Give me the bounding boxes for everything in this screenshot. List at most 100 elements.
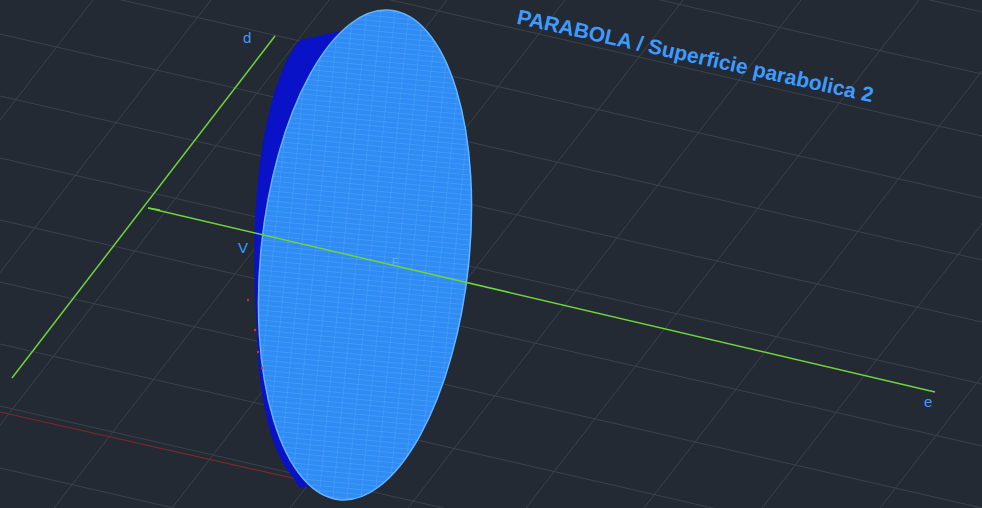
mesh-line	[240, 488, 490, 508]
grid-line	[526, 0, 919, 508]
grid-line	[0, 158, 982, 384]
mesh-line	[240, 63, 490, 87]
mesh-line	[240, 193, 490, 217]
mesh-line	[240, 113, 490, 137]
point-marker	[261, 367, 263, 369]
mesh-line	[240, 358, 490, 382]
mesh-line	[240, 368, 490, 392]
geometry-label: F	[392, 258, 398, 268]
mesh-line	[240, 178, 490, 202]
x-axis-line	[0, 412, 310, 482]
grid-line	[0, 0, 982, 74]
mesh-line	[240, 88, 490, 112]
mesh-line	[240, 433, 490, 457]
mesh-line	[360, 0, 410, 508]
mesh-line	[240, 388, 490, 412]
mesh-line	[240, 0, 490, 22]
paraboloid-rim	[236, 0, 494, 508]
mesh-line	[346, 0, 396, 508]
grid-line	[0, 220, 982, 446]
mesh-line	[240, 208, 490, 232]
mesh-line	[240, 48, 490, 72]
mesh-line	[240, 298, 490, 322]
vertex-points	[247, 299, 263, 369]
grid-line	[0, 468, 982, 508]
point-marker	[254, 329, 256, 331]
mesh-line	[240, 248, 490, 272]
mesh-line	[240, 183, 490, 207]
mesh-line	[240, 308, 490, 332]
parabola-axis	[148, 208, 935, 392]
mesh-line	[240, 263, 490, 287]
point-marker	[247, 299, 249, 301]
grid-line	[0, 282, 982, 508]
mesh-line	[220, 0, 270, 508]
grid-line	[0, 34, 982, 260]
mesh-line	[240, 93, 490, 117]
mesh-line	[240, 108, 490, 132]
mesh-line	[240, 33, 490, 57]
mesh-line	[240, 98, 490, 122]
mesh-line	[240, 383, 490, 407]
axis-tick	[148, 208, 160, 210]
mesh-line	[234, 0, 284, 508]
mesh-line	[240, 23, 490, 47]
mesh-line	[240, 353, 490, 377]
mesh-line	[240, 373, 490, 397]
mesh-line	[240, 398, 490, 422]
point-marker	[257, 351, 259, 353]
mesh-line	[240, 478, 490, 502]
grid-line	[0, 406, 982, 508]
mesh-line	[240, 323, 490, 347]
mesh-line	[388, 0, 438, 508]
mesh-line	[374, 0, 424, 508]
mesh-line	[240, 243, 490, 267]
mesh-line	[240, 318, 490, 342]
mesh-line	[262, 0, 312, 508]
mesh-line	[240, 503, 490, 508]
mesh-line	[240, 498, 490, 508]
mesh-line	[240, 213, 490, 237]
mesh-line	[416, 0, 466, 508]
mesh-line	[248, 0, 298, 508]
surface-mesh	[220, 0, 494, 508]
mesh-line	[240, 53, 490, 77]
mesh-line	[240, 283, 490, 307]
mesh-line	[240, 288, 490, 312]
grid-line	[0, 0, 982, 198]
mesh-line	[240, 393, 490, 417]
geometry-label: e	[924, 394, 932, 409]
mesh-line	[402, 0, 452, 508]
mesh-line	[240, 43, 490, 67]
mesh-line	[240, 408, 490, 432]
mesh-line	[240, 103, 490, 127]
mesh-line	[276, 0, 326, 508]
mesh-line	[240, 223, 490, 247]
directrix-line	[12, 36, 275, 378]
mesh-line	[240, 473, 490, 497]
mesh-line	[290, 0, 340, 508]
mesh-line	[430, 0, 480, 508]
mesh-line	[240, 83, 490, 107]
mesh-line	[240, 463, 490, 487]
mesh-line	[240, 363, 490, 387]
mesh-line	[240, 253, 490, 277]
mesh-line	[240, 458, 490, 482]
mesh-line	[240, 0, 490, 12]
mesh-line	[240, 228, 490, 252]
mesh-line	[240, 233, 490, 257]
mesh-line	[332, 0, 382, 508]
paraboloid-rim-edge	[236, 0, 494, 508]
drawing-title: PARABOLA / Superficie parabolica 2	[515, 6, 875, 105]
mesh-line	[240, 423, 490, 447]
mesh-line	[240, 173, 490, 197]
grid-line	[0, 0, 211, 508]
mesh-line	[240, 78, 490, 102]
mesh-line	[240, 378, 490, 402]
mesh-line	[240, 468, 490, 492]
mesh-line	[240, 38, 490, 62]
grid-line	[880, 0, 982, 508]
geometry-label: d	[243, 30, 251, 45]
